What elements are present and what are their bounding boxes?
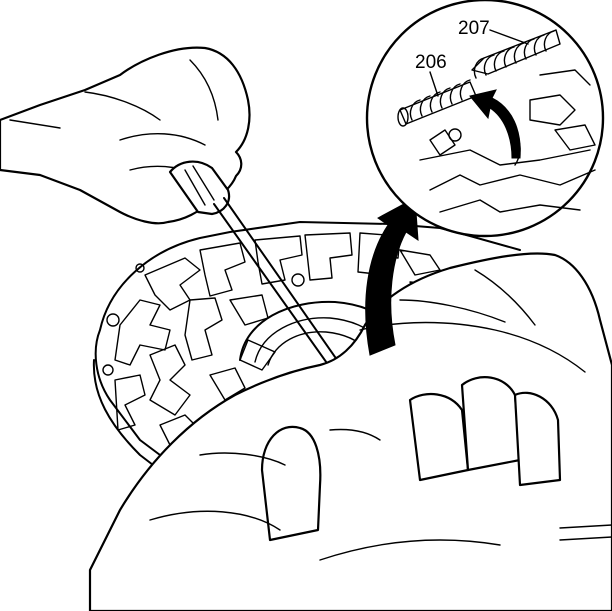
callout-label-206: 206 [415,52,447,73]
callout-label-207: 207 [458,18,490,39]
valve-body-lower-rim [92,359,171,479]
detail-inset [365,0,605,238]
right-hand [88,252,612,611]
detail-inset-border [365,0,605,238]
right-hand-finger-1 [408,393,470,482]
screwdriver-handle [168,160,231,216]
right-hand-thumb [260,425,322,542]
right-hand-finger-2 [460,376,522,472]
leader-line-206 [429,71,439,97]
right-hand-finger-3 [513,391,562,487]
inset-arrow-icon [469,89,521,159]
spring-207 [471,29,561,79]
valve-body-outer-rim [94,221,521,471]
leader-line-207 [489,29,529,45]
